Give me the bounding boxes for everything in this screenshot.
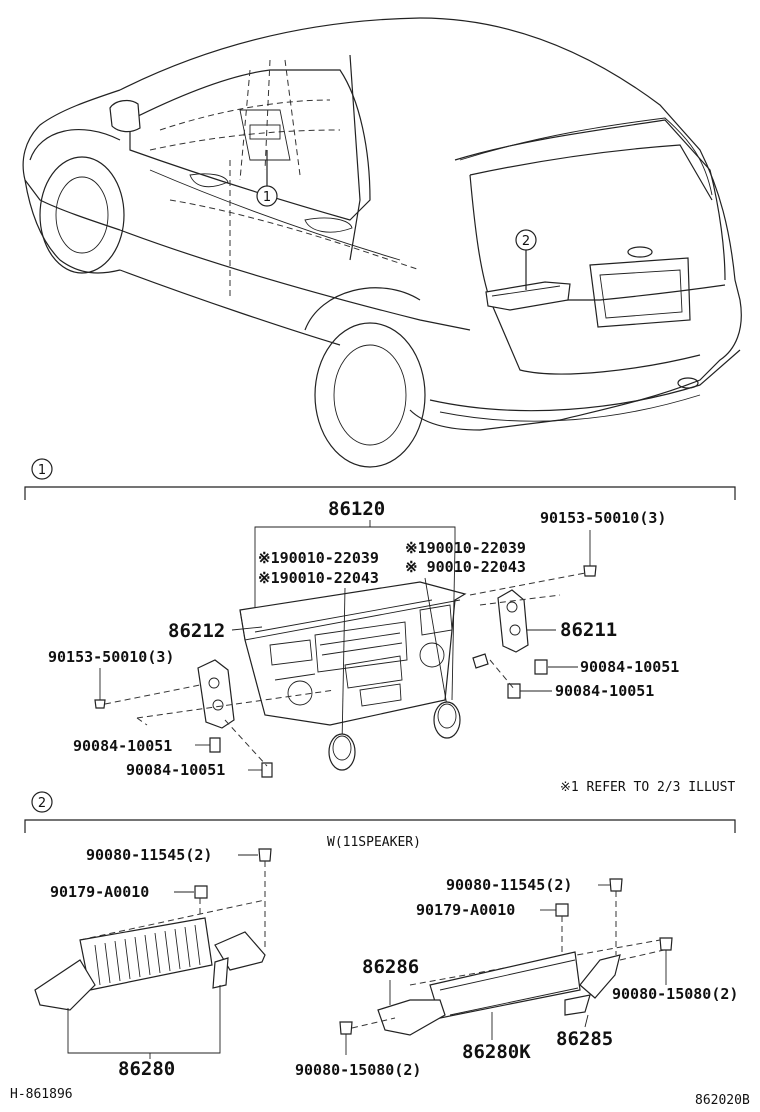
screw-label-left: 90153-50010(3) [48, 648, 174, 666]
callout-1-label: 1 [263, 190, 271, 205]
refer-note: ※1 REFER TO 2/3 ILLUST [560, 780, 735, 795]
callout-2-label: 2 [522, 234, 530, 249]
section-1-head-unit: 1 86120 ※190010-22039 ※190010-22043 ※190… [24, 458, 736, 795]
bolt-label-left: 90080-11545(2) [86, 846, 212, 864]
part-86211-label: 86211 [560, 619, 617, 641]
bolt-label-left-1: 90084-10051 [73, 737, 172, 755]
bolt-label-right-1: 90084-10051 [580, 658, 679, 676]
section-1-marker: 1 [38, 463, 46, 478]
footer-right-code: 862020B [695, 1093, 750, 1108]
screw-label-bottom: 90080-15080(2) [295, 1061, 421, 1079]
note-right-1: ※190010-22039 [405, 539, 526, 557]
vehicle-illustration: 1 2 [22, 17, 742, 468]
nut-label-right: 90179-A0010 [416, 901, 515, 919]
part-86280k-label: 86280K [462, 1041, 531, 1063]
bolt-label-right-2: 90084-10051 [555, 682, 654, 700]
section-2-heading: W(11SPEAKER) [327, 835, 421, 850]
screw-label-right: 90080-15080(2) [612, 985, 738, 1003]
footer-left-code: H-861896 [10, 1087, 73, 1102]
part-86286-label: 86286 [362, 956, 419, 978]
screw-label-right: 90153-50010(3) [540, 509, 666, 527]
bolt-label-left-2: 90084-10051 [126, 761, 225, 779]
note-left-2: ※190010-22043 [258, 569, 379, 587]
part-86120-label: 86120 [328, 498, 385, 520]
note-left-1: ※190010-22039 [258, 549, 379, 567]
section-2-marker: 2 [38, 796, 46, 811]
nut-label-left: 90179-A0010 [50, 883, 149, 901]
part-86285-label: 86285 [556, 1028, 613, 1050]
section-2-amplifier: 2 W(11SPEAKER) 90080-11545(2) 90179-A001… [24, 791, 738, 1080]
part-86212-label: 86212 [168, 620, 225, 642]
part-86280-label: 86280 [118, 1058, 175, 1080]
note-right-2: ※ 90010-22043 [405, 558, 526, 576]
bolt-label-right: 90080-11545(2) [446, 876, 572, 894]
